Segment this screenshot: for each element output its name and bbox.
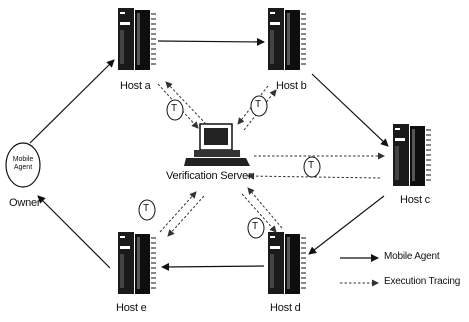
trace-marker-d: T: [252, 221, 258, 232]
agent-path-c-to-d: [308, 195, 385, 255]
legend-execution-tracing-label: Execution Tracing: [384, 276, 461, 287]
trace-line-e-server-1: [159, 191, 197, 233]
owner-label: Owner: [9, 197, 41, 209]
trace-line-a-server-1: [157, 83, 199, 129]
agent-path-a-to-b: [157, 37, 265, 46]
host-e-server-icon: [117, 231, 157, 295]
legend-mobile-agent-label: Mobile Agent: [384, 251, 440, 262]
trace-line-c-server-2: [247, 172, 381, 180]
trace-marker-c: T: [308, 160, 314, 171]
host-b-server-icon: [267, 7, 307, 71]
trace-marker-circle-b: [250, 95, 268, 117]
agent-path-owner-to-a: [29, 59, 115, 144]
owner-node-line1: Mobile: [12, 156, 34, 163]
trace-line-e-server-2: [167, 195, 205, 237]
agent-path-e-to-owner: [37, 195, 111, 269]
trace-line-b-server-2: [243, 89, 277, 131]
owner-node-line2: Agent: [13, 164, 33, 171]
trace-marker-circle-d: [247, 217, 265, 239]
host-b-label: Host b: [276, 80, 307, 92]
owner-mobile-agent-node: [5, 142, 41, 188]
trace-line-a-server-2: [165, 81, 207, 125]
host-d-label: Host d: [270, 302, 301, 314]
host-c-server-icon: [392, 123, 432, 187]
host-a-server-icon: [117, 7, 157, 71]
agent-path-b-to-c: [311, 73, 389, 147]
trace-marker-b: T: [255, 99, 261, 110]
trace-marker-a: T: [171, 103, 177, 114]
host-c-label: Host c: [400, 194, 430, 206]
verification-server-label: Verification Server: [166, 170, 252, 182]
trace-line-d-server-1: [241, 193, 277, 233]
trace-marker-circle-e: [138, 199, 156, 221]
trace-marker-e: T: [143, 203, 149, 214]
verification-server-icon: [184, 123, 250, 166]
trace-marker-circle-c: [303, 156, 321, 178]
trace-marker-circle-a: [166, 99, 184, 121]
host-d-server-icon: [267, 231, 307, 295]
agent-path-d-to-e: [161, 262, 265, 271]
owner-node-text: Mobile Agent: [7, 156, 39, 172]
host-e-label: Host e: [116, 302, 147, 314]
host-a-label: Host a: [120, 80, 151, 92]
